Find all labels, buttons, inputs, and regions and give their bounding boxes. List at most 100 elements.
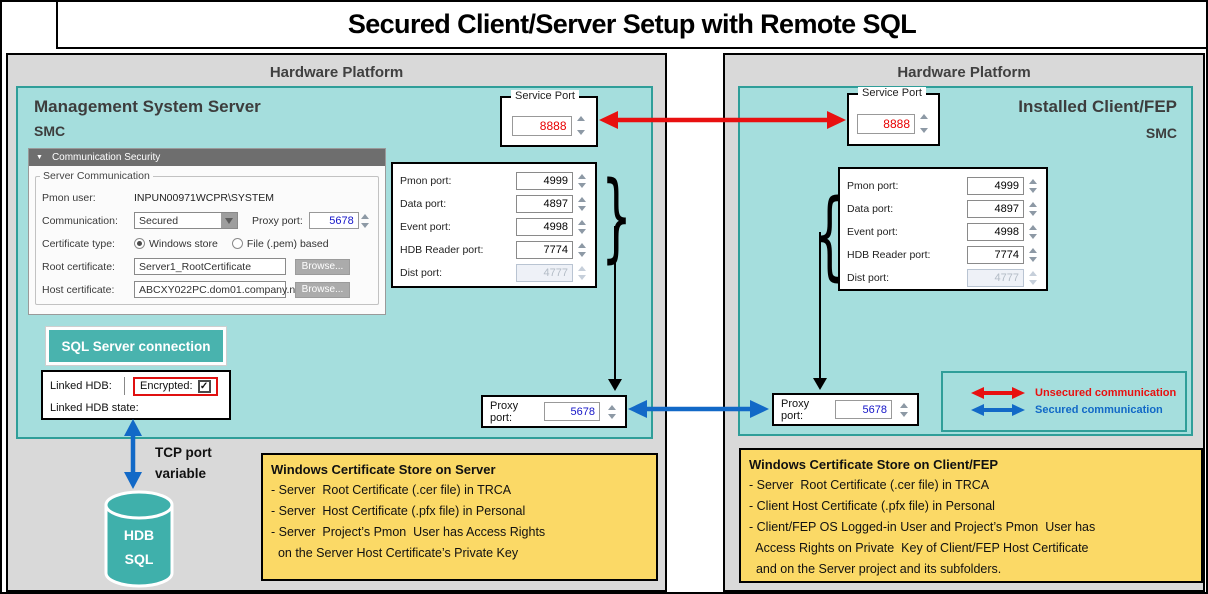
certificate-type-label: Certificate type: (42, 237, 115, 250)
data-port-spinner[interactable] (576, 196, 588, 212)
legend-box: Unsecured communication Secured communic… (941, 371, 1187, 432)
note-line: - Client/FEP OS Logged-in User and Proje… (749, 520, 1096, 534)
legend-unsecured-row: Unsecured communication (970, 386, 1185, 400)
dist-port-label: Dist port: (400, 266, 443, 279)
event-port-row: Event port: 4998 (847, 220, 1039, 243)
left-proxy-port-input[interactable]: 5678 (543, 402, 600, 421)
left-hardware-platform-panel: Hardware Platform Management System Serv… (6, 53, 667, 592)
event-port-row: Event port: 4998 (400, 215, 588, 238)
hdb-reader-port-spinner[interactable] (576, 242, 588, 258)
encrypted-highlight-box: Encrypted: ✓ (133, 376, 218, 396)
hdb-reader-port-input[interactable]: 7774 (516, 240, 573, 259)
dist-port-row: Dist port: 4777 (847, 266, 1039, 289)
host-browse-button[interactable]: Browse... (295, 281, 350, 298)
collapse-icon[interactable]: ▼ (36, 154, 43, 161)
hdb-reader-port-row: HDB Reader port: 7774 (847, 243, 1039, 266)
diagram-title: Secured Client/Server Setup with Remote … (347, 9, 917, 39)
data-port-label: Data port: (847, 202, 894, 215)
dist-port-label: Dist port: (847, 271, 890, 284)
right-proxy-port-box: Proxy port: 5678 (772, 393, 919, 426)
right-service-port-label: Service Port (858, 87, 926, 99)
pmon-port-input[interactable]: 4999 (967, 176, 1024, 195)
data-port-label: Data port: (400, 197, 447, 210)
communication-label: Communication: (42, 214, 118, 227)
note-line: and on the Server project and its subfol… (749, 562, 1002, 576)
event-port-spinner[interactable] (576, 219, 588, 235)
file-pem-radio[interactable] (231, 238, 243, 249)
event-port-label: Event port: (847, 225, 898, 238)
left-ports-brace: } (601, 161, 632, 273)
windows-store-radio[interactable] (134, 238, 145, 249)
left-service-port-box: Service Port 8888 (500, 90, 598, 147)
cylinder-label-sql: SQL (124, 551, 154, 567)
linked-hdb-state-label: Linked HDB state: (50, 402, 139, 414)
data-port-spinner[interactable] (1027, 201, 1039, 217)
dist-port-input: 4777 (516, 263, 573, 282)
installed-client-title: Installed Client/FEP (1018, 97, 1177, 116)
note-line: on the Server Host Certificate’s Private… (271, 546, 519, 560)
left-service-port-input[interactable]: 8888 (511, 115, 572, 136)
windows-store-label: Windows store (149, 237, 218, 250)
data-port-input[interactable]: 4897 (516, 194, 573, 213)
proxy-port-input[interactable]: 5678 (308, 212, 359, 229)
encrypted-checkbox[interactable]: ✓ (197, 379, 211, 393)
certificate-type-row: Certificate type: Windows store File (.p… (42, 232, 372, 255)
host-certificate-input[interactable]: ABCXY022PC.dom01.company.net (134, 281, 304, 298)
event-port-input[interactable]: 4998 (967, 222, 1024, 241)
communication-security-title: Communication Security (51, 152, 161, 163)
dist-port-row: Dist port: 4777 (400, 261, 588, 284)
proxy-port-spinner[interactable] (359, 213, 371, 229)
communication-dropdown[interactable]: Secured (134, 212, 238, 229)
hdb-reader-port-spinner[interactable] (1027, 247, 1039, 263)
hdb-reader-port-input[interactable]: 7774 (967, 245, 1024, 264)
tcp-note-line1: TCP port (155, 445, 212, 460)
root-certificate-input[interactable]: Server1_RootCertificate (134, 258, 286, 275)
database-cylinder-icon (104, 490, 174, 588)
pmon-port-input[interactable]: 4999 (516, 171, 573, 190)
right-service-port-input[interactable]: 8888 (857, 113, 915, 134)
installed-client-subtitle: SMC (1145, 125, 1177, 141)
pmon-port-row: Pmon port: 4999 (847, 174, 1039, 197)
dropdown-arrow-icon[interactable] (221, 213, 237, 228)
legend-secured-row: Secured communication (970, 403, 1185, 417)
pmon-port-spinner[interactable] (1027, 178, 1039, 194)
pmon-port-row: Pmon port: 4999 (400, 169, 588, 192)
right-ports-brace: { (814, 179, 845, 291)
left-proxy-port-spinner[interactable] (606, 404, 618, 420)
communication-dropdown-value: Secured (139, 214, 179, 227)
communication-security-header[interactable]: ▼ Communication Security (29, 149, 385, 166)
blue-double-arrow-icon (971, 404, 1025, 416)
encrypted-label: Encrypted: (140, 380, 193, 392)
server-communication-label: Server Communication (40, 170, 153, 182)
note-line: - Server Host Certificate (.pfx file) in… (271, 504, 526, 518)
event-port-spinner[interactable] (1027, 224, 1039, 240)
hdb-reader-port-label: HDB Reader port: (847, 248, 931, 261)
red-double-arrow-icon (971, 387, 1025, 399)
note-line: - Server Project’s Pmon User has Access … (271, 525, 546, 539)
tcp-port-note: TCP port variable (155, 443, 212, 485)
hdb-reader-port-label: HDB Reader port: (400, 243, 484, 256)
sql-server-connection-button[interactable]: SQL Server connection (46, 327, 226, 365)
right-proxy-port-label: Proxy port: (781, 397, 810, 422)
right-service-port-spinner[interactable] (918, 113, 930, 134)
pmon-user-label: Pmon user: (42, 191, 96, 204)
management-server-title: Management System Server (34, 97, 261, 116)
client-certificate-note: Windows Certificate Store on Client/FEP … (739, 448, 1203, 583)
left-proxy-port-label: Proxy port: (490, 399, 519, 424)
title-bar: Secured Client/Server Setup with Remote … (56, 2, 1206, 49)
left-service-port-spinner[interactable] (575, 115, 587, 136)
pmon-port-spinner[interactable] (576, 173, 588, 189)
pmon-user-row: Pmon user: INPUN00971WCPR\SYSTEM (42, 186, 372, 209)
right-proxy-port-input[interactable]: 5678 (835, 400, 892, 419)
file-pem-label: File (.pem) based (246, 237, 329, 250)
data-port-row: Data port: 4897 (400, 192, 588, 215)
cylinder-label-hdb: HDB (123, 527, 155, 543)
data-port-input[interactable]: 4897 (967, 199, 1024, 218)
note-line: - Client Host Certificate (.pfx file) in… (749, 499, 995, 513)
root-browse-button[interactable]: Browse... (295, 258, 350, 275)
tcp-note-line2: variable (155, 465, 207, 481)
right-proxy-port-spinner[interactable] (898, 402, 910, 418)
root-certificate-row: Root certificate: Server1_RootCertificat… (42, 255, 372, 278)
event-port-input[interactable]: 4998 (516, 217, 573, 236)
